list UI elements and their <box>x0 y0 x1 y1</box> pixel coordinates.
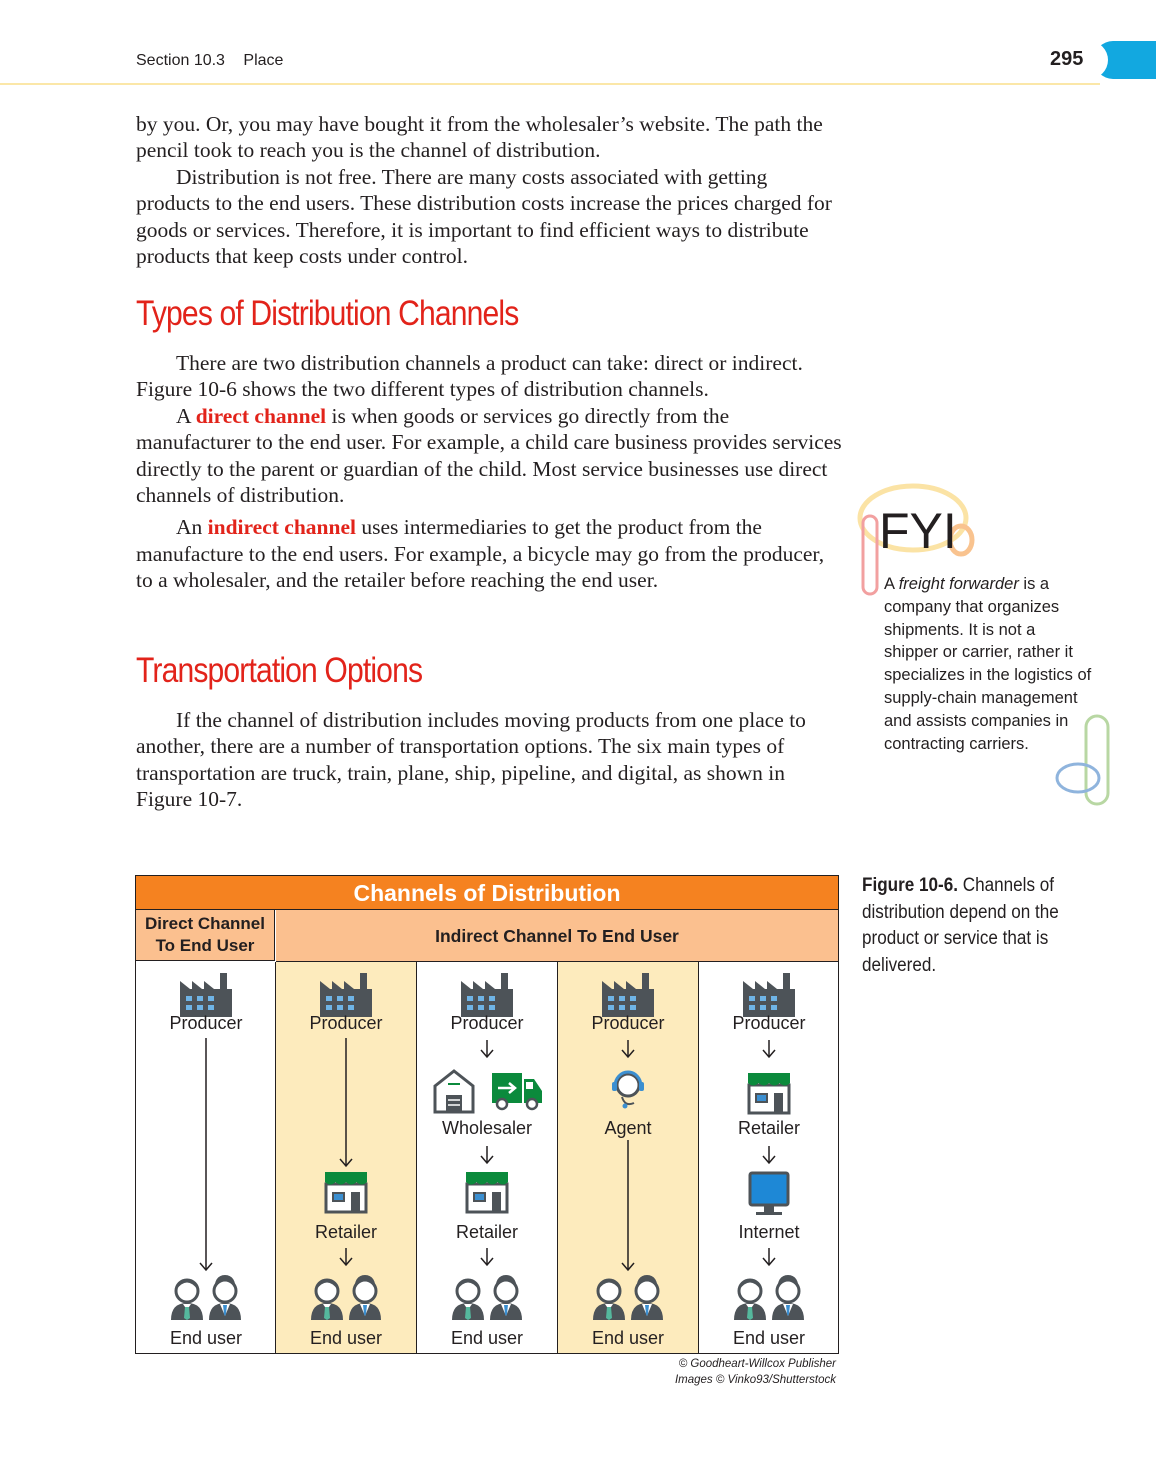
store-icon <box>464 1170 510 1214</box>
down-arrow <box>480 1039 494 1058</box>
fyi-badge: FYI <box>857 483 975 596</box>
key-term: indirect channel <box>207 515 356 540</box>
page-tab-circle <box>1070 41 1108 79</box>
section-heading: Types of Distribution Channels <box>136 294 519 333</box>
credit-line: © Goodheart-Willcox Publisher <box>678 1358 836 1370</box>
down-arrow <box>621 1039 635 1058</box>
end-user-icon <box>311 1275 381 1320</box>
arrow-head <box>199 1262 213 1272</box>
down-arrow <box>480 1247 494 1266</box>
paragraph: There are two distribution channels a pr… <box>136 351 803 402</box>
section-number: Section 10.3 <box>136 52 225 69</box>
section-heading: Transportation Options <box>136 651 423 690</box>
paragraph: If the channel of distribution includes … <box>136 708 806 812</box>
paragraph: Distribution is not free. There are many… <box>136 164 832 269</box>
column-divider <box>416 962 417 1353</box>
end-user-icon <box>452 1275 522 1320</box>
direct-header: Direct Channel To End User <box>136 910 275 961</box>
diagram-title: Channels of Distribution <box>136 876 838 910</box>
down-arrow <box>762 1145 776 1164</box>
end-user-label: End user <box>450 1328 524 1348</box>
down-arrow <box>480 1145 494 1164</box>
header-rule <box>0 83 1100 85</box>
page-number: 295 <box>1050 48 1084 70</box>
down-arrow <box>762 1039 776 1058</box>
channels-diagram: Channels of Distribution Direct Channel … <box>135 875 839 1354</box>
key-term: freight forwarder <box>898 575 1019 593</box>
paragraph: An indirect channel uses intermediaries … <box>136 515 825 593</box>
store-icon <box>323 1170 369 1214</box>
figure-label: Figure 10-6. <box>862 875 958 896</box>
retailer-label: Retailer <box>455 1222 519 1242</box>
transport-text: If the channel of distribution includes … <box>136 707 846 813</box>
paragraph: by you. Or, you may have bought it from … <box>136 112 823 163</box>
producer-label: Producer <box>732 1013 806 1033</box>
indirect-header: Indirect Channel To End User <box>276 910 838 962</box>
end-user-label: End user <box>309 1328 383 1348</box>
retailer-label: Retailer <box>737 1118 801 1138</box>
end-user-icon <box>593 1275 663 1320</box>
producer-label: Producer <box>309 1013 383 1033</box>
wholesaler-label: Wholesaler <box>441 1118 533 1138</box>
factory-icon <box>602 973 654 1017</box>
key-term: direct channel <box>195 403 327 428</box>
agent-icon <box>612 1070 644 1109</box>
warehouse-icon <box>433 1069 475 1114</box>
fyi-text: A freight forwarder is a company that or… <box>884 575 1092 753</box>
paragraph: A direct channel is when goods or servic… <box>136 403 842 508</box>
factory-icon <box>180 973 232 1017</box>
end-user-label: End user <box>732 1328 806 1348</box>
computer-icon <box>748 1171 790 1215</box>
column-divider <box>698 962 699 1353</box>
agent-label: Agent <box>604 1118 652 1138</box>
store-icon <box>746 1071 792 1115</box>
fyi-decoration <box>1055 714 1110 806</box>
producer-label: Producer <box>591 1013 665 1033</box>
end-user-icon <box>734 1275 804 1320</box>
credit-line: Images © Vinko93/Shutterstock <box>674 1374 836 1386</box>
figure-caption: Figure 10-6. Channels of distribution de… <box>862 875 1059 976</box>
column-divider <box>275 962 276 1353</box>
column-divider <box>557 962 558 1353</box>
fyi-label: FYI <box>879 503 957 559</box>
end-user-label: End user <box>591 1328 665 1348</box>
end-user-icon <box>171 1275 241 1320</box>
down-arrow <box>762 1247 776 1266</box>
factory-icon <box>461 973 513 1017</box>
factory-icon <box>743 973 795 1017</box>
arrow-head <box>339 1158 353 1168</box>
factory-icon <box>320 973 372 1017</box>
producer-label: Producer <box>169 1013 243 1033</box>
internet-label: Internet <box>738 1222 800 1242</box>
end-user-label: End user <box>169 1328 243 1348</box>
diagram-graphics <box>136 973 838 1353</box>
producer-label: Producer <box>450 1013 524 1033</box>
down-arrow <box>339 1247 353 1266</box>
section-title: Place <box>243 52 284 69</box>
channels-text: There are two distribution channels a pr… <box>136 350 846 594</box>
arrow-head <box>621 1262 635 1272</box>
truck-icon <box>492 1073 542 1111</box>
intro-text: by you. Or, you may have bought it from … <box>136 111 846 269</box>
retailer-label: Retailer <box>314 1222 378 1242</box>
running-header: Section 10.3 Place <box>136 52 297 70</box>
